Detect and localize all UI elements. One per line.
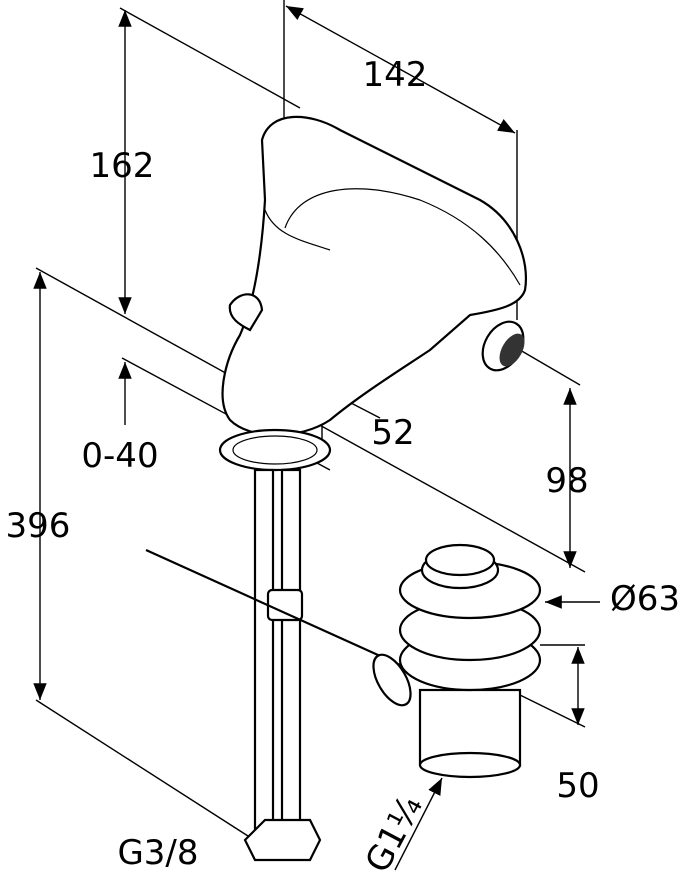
dim-50: 50 xyxy=(556,766,599,806)
supply-connector xyxy=(243,818,322,862)
dim-0-40: 0-40 xyxy=(81,436,158,476)
dim-142: 142 xyxy=(363,55,428,95)
mounting-and-supply xyxy=(145,428,401,862)
dim-396: 396 xyxy=(6,506,71,546)
mixer-body xyxy=(221,115,527,436)
dim-diameter-63: Ø63 xyxy=(610,579,680,619)
pop-up-waste xyxy=(372,543,542,779)
dim-98: 98 xyxy=(545,461,588,501)
lever-stub xyxy=(228,293,264,332)
dim-52: 52 xyxy=(371,413,414,453)
waste-thread-label: G1¼ xyxy=(358,789,431,879)
dim-162: 162 xyxy=(90,146,155,186)
supply-thread-label: G3/8 xyxy=(117,833,198,873)
